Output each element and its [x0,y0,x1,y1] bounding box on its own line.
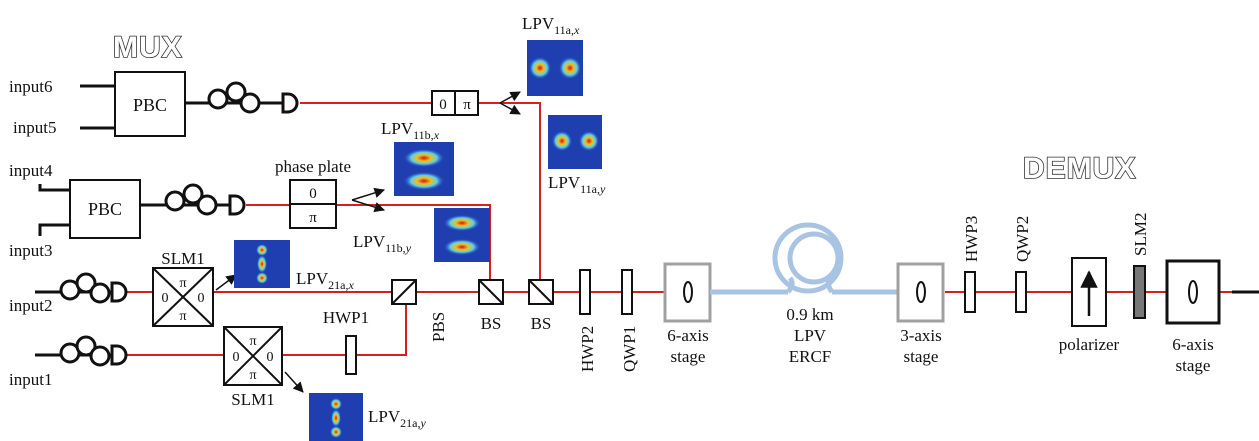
svg-text:stage: stage [904,347,939,366]
input-coupling: HWP2 QWP1 6-axis stage [578,262,712,372]
collimator-mid [228,194,246,216]
lpv21a-x-label: LPV21a,x [296,269,354,292]
svg-text:stage: stage [1176,356,1211,375]
pbc-mid-box [69,179,141,239]
svg-text:π: π [309,210,317,226]
qwp2 [1015,271,1027,313]
mode-lpv11a-y: LPV11a,y [548,115,606,196]
pbs-label: PBS [429,312,448,342]
svg-text:π: π [249,334,256,349]
mode-lpv11a-x: LPV11a,x [522,14,583,96]
phase-plate-label: phase plate [275,157,351,176]
svg-text:6-axis: 6-axis [1172,335,1214,354]
slm1-lower: π 0 0 π [223,326,283,386]
svg-text:3-axis: 3-axis [900,326,942,345]
input5-label: input5 [13,118,56,137]
qwp1 [621,269,633,315]
beam-combiners: PBS BS BS [391,279,554,342]
collimator-top [281,92,299,114]
collimator-input1 [110,344,128,366]
svg-text:0: 0 [267,350,274,365]
pbc-top-label: PBC [133,95,167,115]
svg-text:0: 0 [439,97,447,113]
demux-heading: DEMUX [1023,152,1136,185]
stage6-right [1165,259,1221,325]
input1-branch: input1 π 0 0 π SLM1 HWP1 [9,308,369,409]
slm1-lower-label: SLM1 [231,390,274,409]
svg-text:0: 0 [309,186,317,202]
qwp1-label: QWP1 [620,326,639,372]
pbc-mid-label: PBC [88,199,122,219]
svg-text:0: 0 [162,291,169,306]
input6-label: input6 [9,77,52,96]
pbc-top-box [114,71,186,137]
svg-text:π: π [179,309,186,324]
svg-text:π: π [463,97,471,113]
mode-lpv11b-y: LPV11b,y [353,208,490,262]
slm1-upper-label: SLM1 [161,249,204,268]
mux-heading: MUX [113,31,183,64]
svg-text:stage: stage [671,347,706,366]
svg-text:π: π [249,368,256,383]
fiber-controller-top [207,81,261,114]
demux-optics: 3-axis stage HWP3 QWP2 polarizer SLM2 6-… [896,213,1259,375]
qwp2-label: QWP2 [1013,216,1032,262]
slm2-label: SLM2 [1131,213,1150,256]
svg-text:0: 0 [198,291,205,306]
input2-label: input2 [9,296,52,315]
svg-text:0: 0 [233,350,240,365]
svg-text:LPV: LPV [794,326,827,345]
middle-input-branch: input4 input3 PBC phase plate 0 π [9,157,386,260]
hwp1 [345,335,357,375]
polarizer-label: polarizer [1059,335,1120,354]
fiber-controller-input1 [59,335,111,367]
mode-lpv21a-x: LPV21a,x [234,240,354,292]
fiber-controller-input2 [59,272,111,304]
input2-branch: input2 SLM1 π 0 0 π [9,249,237,327]
lpv11a-x-label: LPV11a,x [522,14,580,37]
hwp3-label: HWP3 [962,216,981,262]
hwp1-label: HWP1 [323,308,369,327]
svg-text:π: π [179,276,186,291]
lpv21a-y-label: LPV21a,y [368,407,426,430]
hwp2 [579,269,591,315]
top-input-branch: input6 input5 PBC 0 π [9,71,521,137]
hwp2-label: HWP2 [578,326,597,372]
svg-text:0.9 km: 0.9 km [786,305,833,324]
svg-text:6-axis: 6-axis [667,326,709,345]
svg-text:ERCF: ERCF [789,347,832,366]
bs2-label: BS [531,314,552,333]
mode-lpv11b-x: LPV11b,x [381,119,454,196]
input4-label: input4 [9,161,53,180]
mode-lpv21a-y: LPV21a,y [309,393,426,441]
fiber-spool: 0.9 km LPV ERCF [710,222,898,366]
lpv11a-y-label: LPV11a,y [548,173,606,196]
lpv11b-y-label: LPV11b,y [353,232,412,255]
slm1-upper: π 0 0 π [152,267,214,327]
bs1-label: BS [481,314,502,333]
hwp3 [964,271,976,313]
input3-label: input3 [9,241,52,260]
fiber-controller-mid [164,183,218,216]
slm2 [1133,265,1146,319]
input1-label: input1 [9,370,52,389]
collimator-input2 [110,281,128,303]
lpv11b-x-label: LPV11b,x [381,119,440,142]
